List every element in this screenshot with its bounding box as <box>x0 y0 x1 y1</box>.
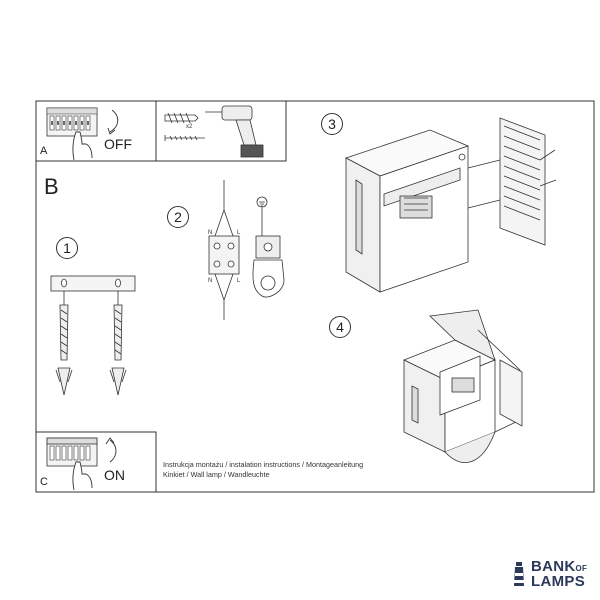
wire-l-top: L <box>237 230 241 236</box>
circuit-breaker-icon <box>46 107 119 161</box>
wire-l-bottom: L <box>237 278 241 284</box>
lamp-housing-step3 <box>344 129 470 293</box>
panel-a-label: A <box>40 145 48 157</box>
wall-plate-step3 <box>458 117 557 246</box>
brand-line1: BANKOF <box>531 558 587 575</box>
section-b-label: B <box>44 174 59 199</box>
brand-word-of: OF <box>575 564 588 573</box>
wire-n-bottom: N <box>208 278 213 284</box>
instructions-caption-line2: Kinkiet / Wall lamp / Wandleuchte <box>163 470 270 479</box>
brand-word-bank: BANK <box>531 558 576 575</box>
brand-word-lamps: LAMPS <box>531 573 585 590</box>
mounting-bracket-icon <box>50 275 136 396</box>
screws-count-label: x2 <box>186 124 193 130</box>
lamp-housing-step4 <box>403 309 523 463</box>
panel-c-label: C <box>40 476 48 488</box>
circuit-breaker-icon-c <box>46 437 117 491</box>
step-4-marker: 4 <box>329 316 351 338</box>
instructions-caption-line1: Instrukcja montażu / instalation instruc… <box>163 460 364 469</box>
off-label: OFF <box>104 136 132 152</box>
step-3-marker: 3 <box>321 113 343 135</box>
screw-icon <box>164 135 205 141</box>
drill-icon <box>205 105 264 158</box>
wall-plug-icon <box>164 112 199 124</box>
on-label: ON <box>104 467 125 483</box>
step-2-marker: 2 <box>167 206 189 228</box>
wire-n-top: N <box>208 230 213 236</box>
panel-tools-frame <box>155 100 287 162</box>
wiring-diagram <box>208 180 285 320</box>
outer-frame <box>35 100 595 493</box>
step-1-marker: 1 <box>56 237 78 259</box>
lighthouse-icon <box>514 562 524 586</box>
